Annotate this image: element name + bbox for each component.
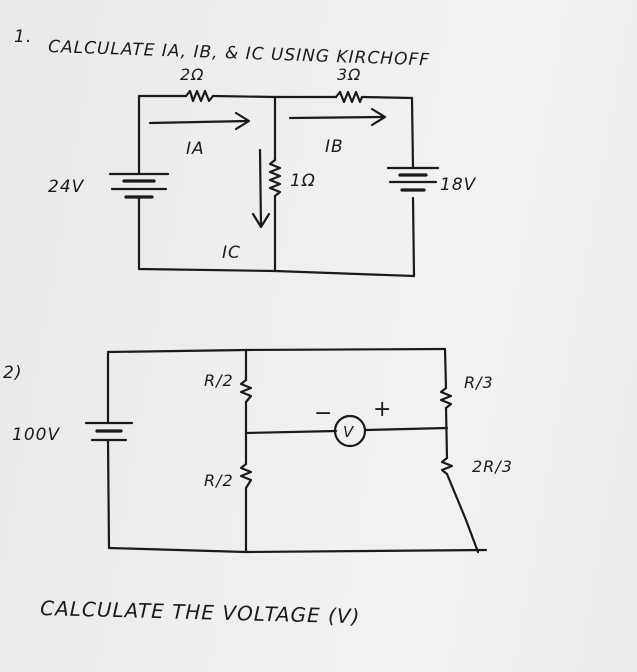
resistor-2-ohm <box>184 89 215 103</box>
wire-top-left <box>137 94 277 99</box>
battery-24v-label: 24V <box>48 177 85 197</box>
resistor-r-half-top <box>239 378 253 404</box>
problem-1-header: 1. CALCULATE IA, IB, & IC USING KIRCHOFF <box>14 27 430 70</box>
resistor-3-ohm <box>334 90 364 104</box>
current-c-arrow <box>251 148 271 229</box>
source-wire <box>106 348 248 550</box>
current-b-label: IB <box>325 137 344 157</box>
problem-2-question: CALCULATE THE VOLTAGE (V) <box>40 596 361 628</box>
problem-2-number: 2) <box>3 363 22 383</box>
current-c-label: IC <box>222 243 241 263</box>
battery-24v-symbol <box>108 172 170 199</box>
problem-1-instruction: CALCULATE IA, IB, & IC USING KIRCHOFF <box>48 37 430 70</box>
resistor-1-ohm-label: 1Ω <box>290 171 316 191</box>
battery-100v-label: 100V <box>12 425 60 445</box>
voltmeter-wire <box>244 426 449 435</box>
resistor-2-ohm-label: 2Ω <box>180 65 204 84</box>
voltmeter-icon <box>333 414 367 448</box>
current-b-arrow <box>288 107 387 127</box>
wire-bottom <box>137 267 416 278</box>
battery-18v-label: 18V <box>440 175 477 195</box>
resistor-3-ohm-label: 3Ω <box>337 65 361 84</box>
battery-100v-symbol <box>84 421 134 442</box>
wire-right <box>410 96 416 278</box>
problem-1-number: 1. <box>14 27 32 47</box>
current-a-arrow <box>148 111 251 131</box>
resistor-2r-third <box>440 456 454 476</box>
resistor-2r-third-label: 2R/3 <box>472 457 513 476</box>
resistor-r-third-label: R/3 <box>464 373 494 392</box>
battery-18v-symbol <box>386 166 440 192</box>
resistor-r-third <box>439 386 453 410</box>
resistor-r-half-top-label: R/2 <box>204 371 234 390</box>
top-wire-right <box>244 347 447 352</box>
voltmeter-plus: + <box>373 397 391 422</box>
right-branch-wire <box>443 347 480 554</box>
resistor-r-half-bottom <box>239 462 253 490</box>
current-a-label: IA <box>186 139 205 159</box>
circuit-1: 2Ω 3Ω 24V 1Ω 18V IA <box>48 65 477 278</box>
bottom-wire-2 <box>107 546 488 554</box>
wire-top-right <box>273 95 414 100</box>
resistor-r-half-bottom-label: R/2 <box>204 471 234 490</box>
voltmeter-label: V <box>343 423 355 441</box>
voltmeter-minus: − <box>314 401 332 426</box>
problem-2: 2) 100V R/2 R/2 R/3 2R/3 V − + CALCULATE… <box>3 347 513 628</box>
resistor-1-ohm <box>268 158 282 198</box>
